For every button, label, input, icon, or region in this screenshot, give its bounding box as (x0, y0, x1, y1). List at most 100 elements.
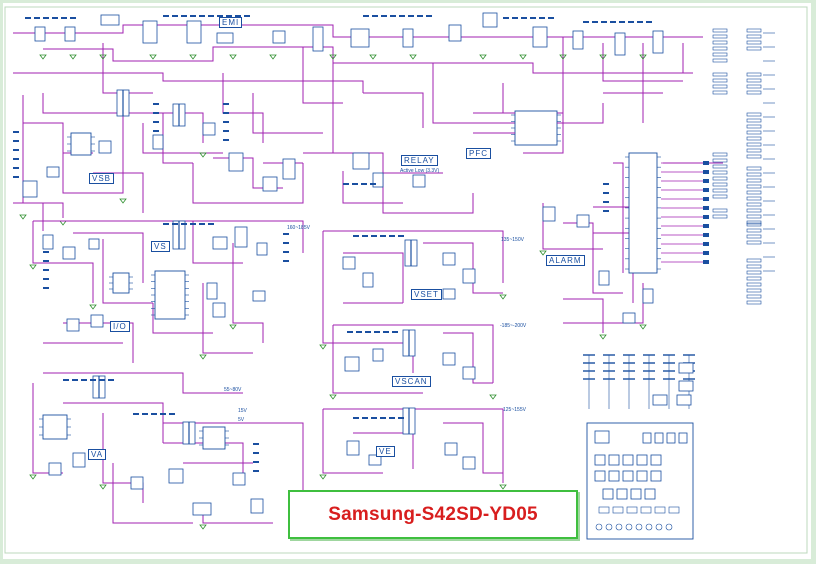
connector-strip-pin (712, 176, 728, 181)
connector-strip-pin (746, 264, 762, 269)
component-body (130, 476, 144, 490)
component-refdes-mark (548, 17, 554, 19)
footprint-smd-pad (626, 506, 638, 514)
component-refdes-mark (52, 17, 58, 19)
wire-trace (202, 283, 253, 354)
block-label-alarm: ALARM (546, 255, 585, 266)
connector-strip-pin (746, 172, 762, 177)
component-refdes-mark (356, 331, 362, 333)
component-refdes-mark (199, 223, 205, 225)
ic-package (628, 152, 658, 274)
component-refdes-mark (352, 183, 358, 185)
component-refdes-mark (142, 413, 148, 415)
ground-symbol (499, 294, 507, 300)
wire-trace (323, 408, 504, 483)
wire-trace (333, 324, 494, 383)
component-refdes-mark (13, 176, 19, 178)
component-body (142, 20, 158, 44)
ground-symbol (39, 54, 47, 60)
ground-symbol (409, 54, 417, 60)
component-body (678, 432, 688, 444)
connector-strip-pin (746, 34, 762, 39)
component-body (616, 488, 628, 500)
component-body (642, 288, 654, 304)
component-refdes-mark (208, 15, 214, 17)
component-body (262, 176, 278, 192)
component-body (594, 454, 606, 466)
component-refdes-mark (365, 331, 371, 333)
footprint-through-hole (645, 523, 653, 531)
component-refdes-mark (512, 17, 518, 19)
wiring-layer (4, 6, 808, 554)
ic-package (70, 132, 92, 156)
footprint-through-hole (655, 523, 663, 531)
component-body (372, 348, 384, 362)
component-refdes-mark (503, 17, 509, 19)
wire-trace (443, 332, 493, 384)
component-refdes-mark (43, 278, 49, 280)
component-body (594, 430, 610, 444)
wire-trace (602, 43, 683, 82)
component-refdes-mark (383, 331, 389, 333)
wire-trace (322, 409, 383, 474)
component-refdes-mark (371, 417, 377, 419)
connector-pin-mark (703, 161, 709, 165)
connector-strip-pin (746, 72, 762, 77)
connector-strip-pin (712, 188, 728, 193)
component-body (622, 470, 634, 482)
component-body (64, 26, 76, 42)
component-body (650, 470, 662, 482)
schematic-sheet: EMI VSB RELAY Active Low (3.3V) PFC VS A… (3, 3, 811, 559)
connector-pin-mark (703, 251, 709, 255)
connector-strip-pin (712, 194, 728, 199)
connector-strip-pin (746, 202, 762, 207)
component-body (256, 242, 268, 256)
component-refdes-mark (371, 235, 377, 237)
connector-strip-pin (746, 270, 762, 275)
connector-strip-pin (746, 166, 762, 171)
wire-trace (62, 153, 124, 194)
ground-symbol (199, 524, 207, 530)
wire-trace (63, 402, 164, 443)
connector-strip-pin (746, 124, 762, 129)
wire-trace (303, 152, 443, 174)
connector-strip-pin (746, 282, 762, 287)
component-body (90, 314, 104, 328)
component-refdes-mark (603, 210, 609, 212)
ground-symbol (229, 324, 237, 330)
connector-strip-pin (746, 154, 762, 159)
ground-symbol (599, 54, 607, 60)
component-refdes-mark (628, 21, 634, 23)
component-refdes-mark (408, 15, 414, 17)
component-body (542, 206, 556, 222)
ic-package (154, 270, 186, 320)
wire-trace (13, 202, 44, 231)
wire-trace (343, 252, 404, 303)
component-body (362, 272, 374, 288)
ground-symbol (29, 474, 37, 480)
wire-trace (33, 220, 304, 253)
connector-strip-pin (746, 90, 762, 95)
wire-trace (43, 372, 243, 394)
component-body (62, 246, 76, 260)
component-refdes-mark (592, 21, 598, 23)
component-body (350, 28, 370, 48)
component-refdes-mark (530, 17, 536, 19)
ground-symbol (99, 54, 107, 60)
wire-trace (302, 47, 343, 104)
component-refdes-mark (603, 201, 609, 203)
component-body (206, 282, 218, 300)
ground-symbol (519, 54, 527, 60)
component-body (678, 362, 694, 374)
wire-trace (162, 113, 193, 164)
component-refdes-mark (426, 15, 432, 17)
wire-trace (112, 463, 193, 524)
component-refdes-mark (153, 103, 159, 105)
component-refdes-mark (43, 287, 49, 289)
wire-trace (43, 46, 693, 74)
component-body (636, 454, 648, 466)
wire-trace (32, 221, 94, 303)
component-refdes-mark (353, 417, 359, 419)
block-label-pfc: PFC (466, 148, 491, 159)
component-body (412, 174, 426, 188)
